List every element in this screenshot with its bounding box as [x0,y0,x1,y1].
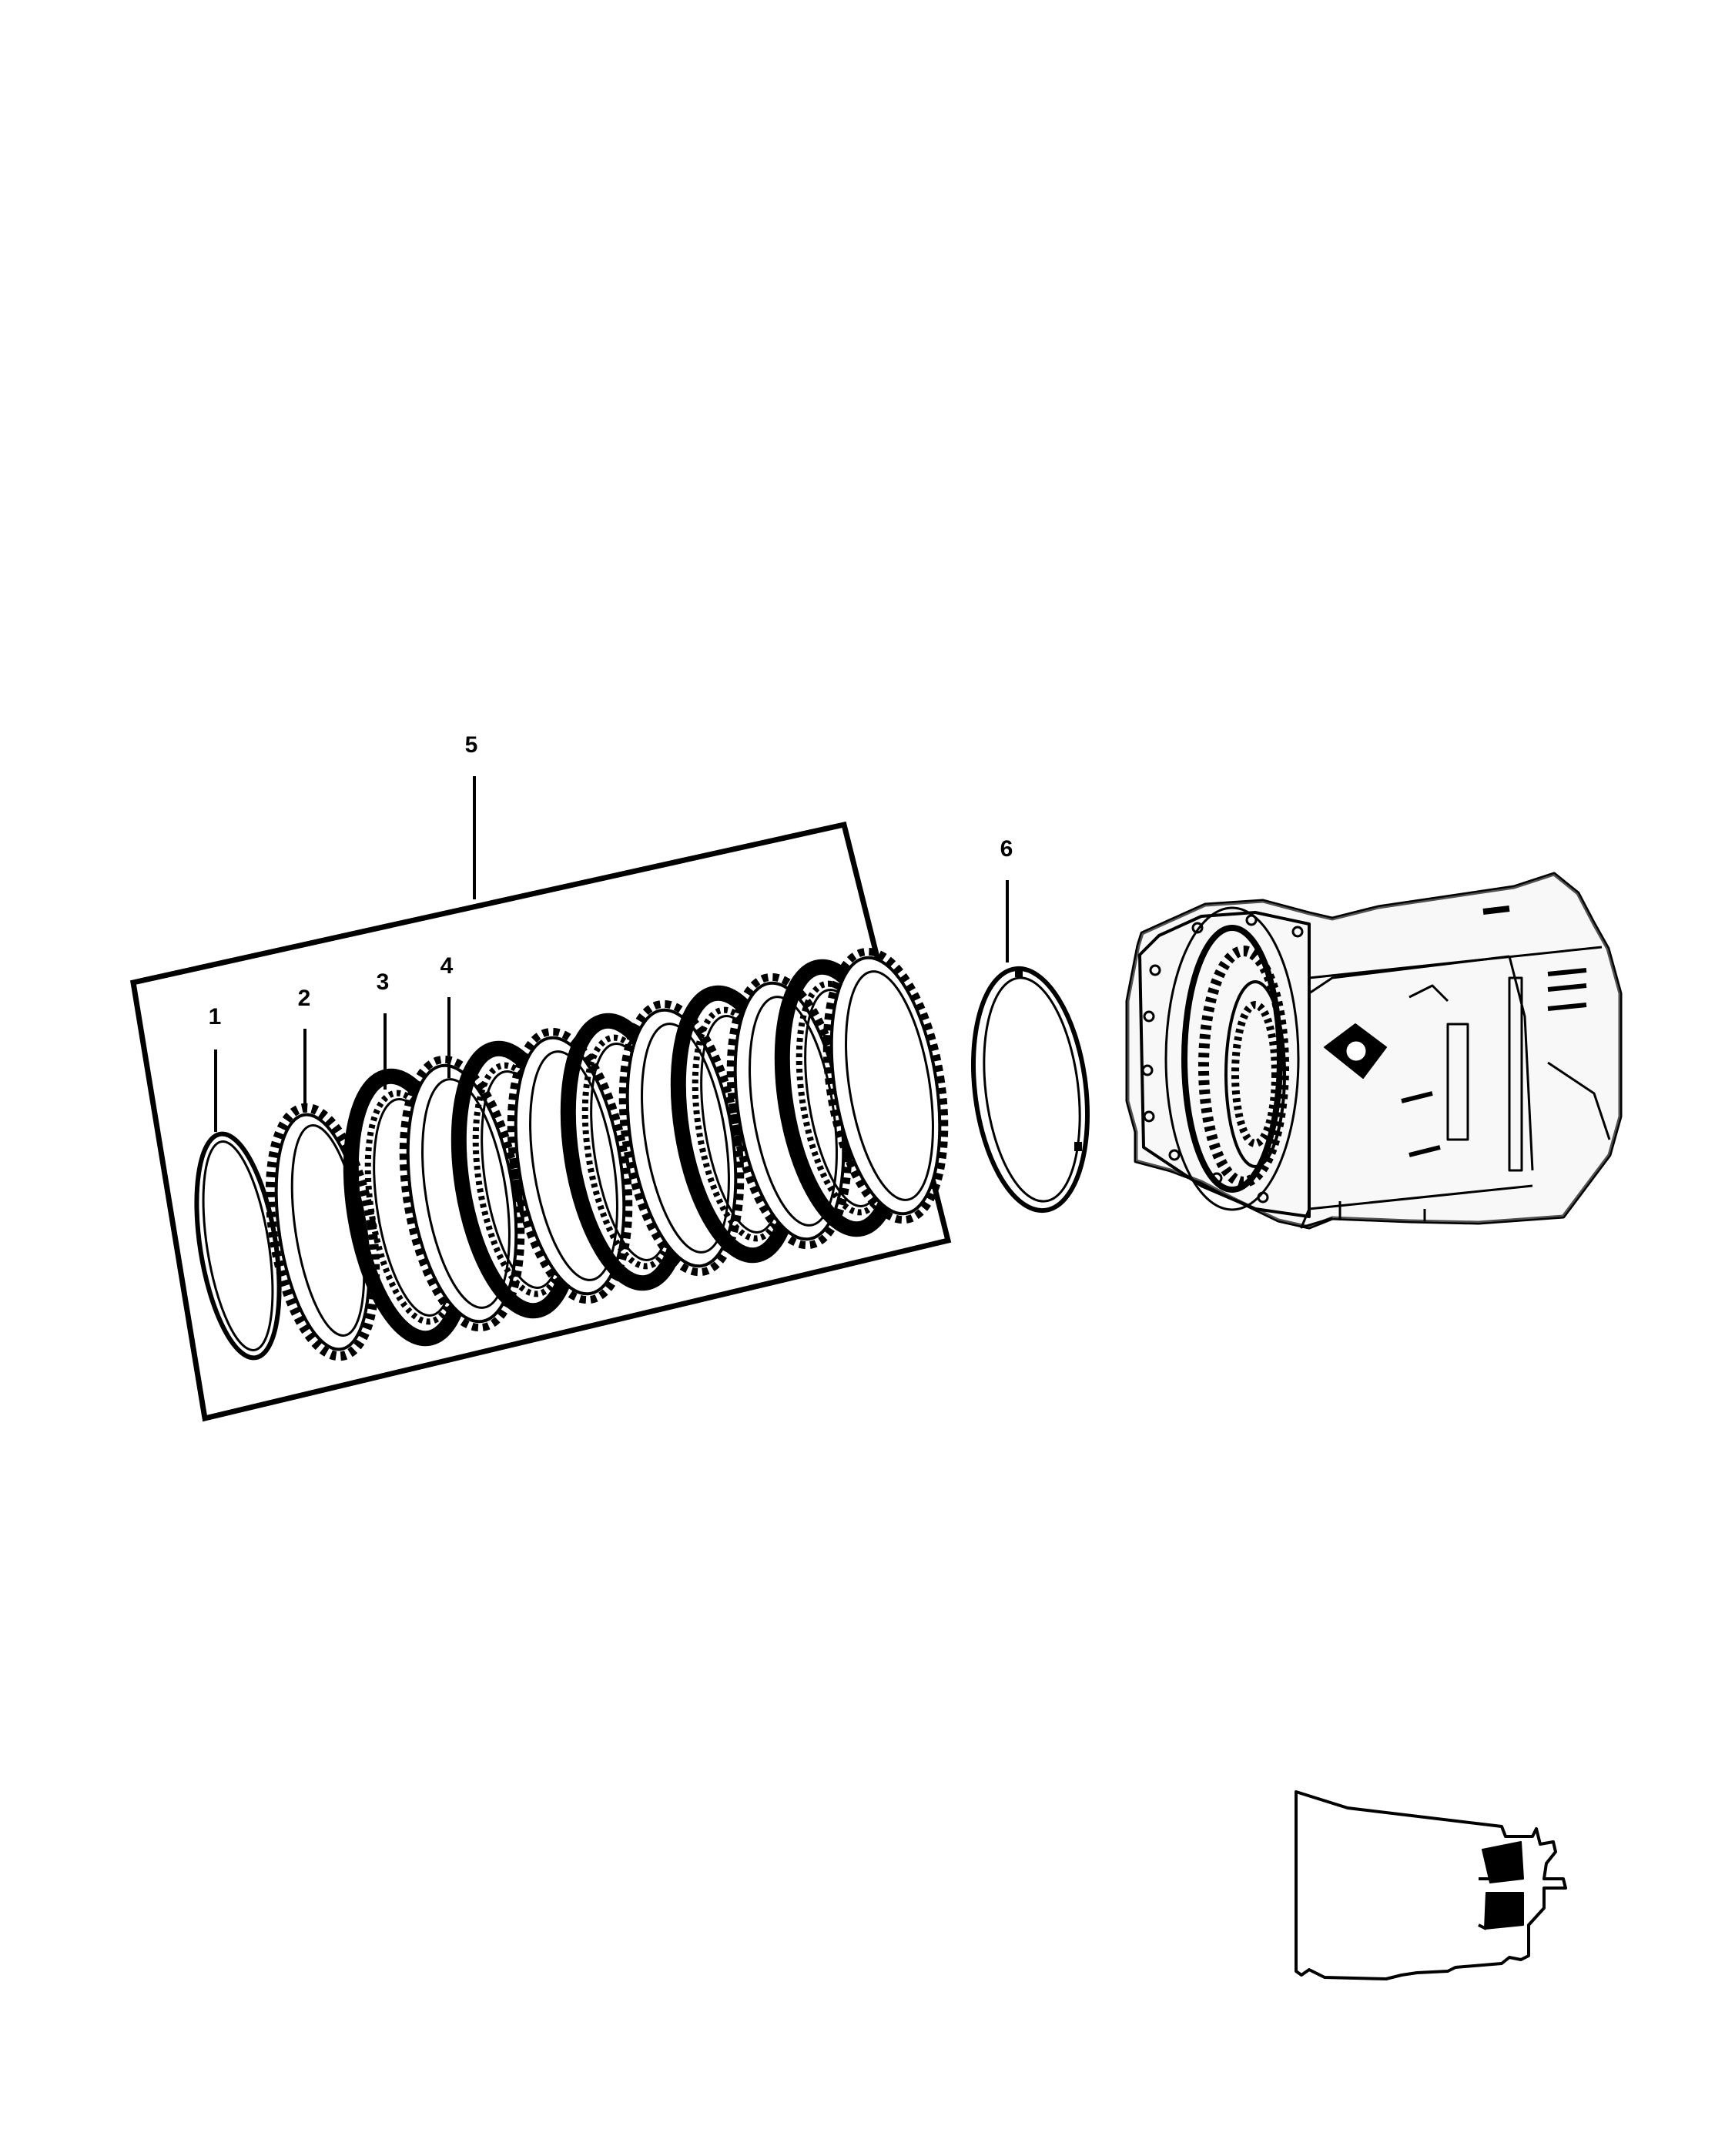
wave-spring [970,966,1090,1214]
callout-4: 4 [440,953,454,979]
wave-spring-tab [1015,968,1023,977]
callout-3: 3 [377,969,390,995]
clutch-pack-kit-frame [130,821,952,1422]
callout-2: 2 [298,986,311,1011]
callout-5: 5 [465,732,478,758]
wave-spring-tab [1074,1142,1082,1151]
pressure-plate [265,1103,380,1361]
callout-6: 6 [1000,836,1013,862]
locator-view [1295,1790,1567,1980]
steel-plate [822,947,949,1224]
transmission-case [1125,872,1623,1230]
callout-1: 1 [209,1004,222,1029]
snap-ring [194,1131,282,1361]
clutch-disc-stack [343,947,949,1347]
